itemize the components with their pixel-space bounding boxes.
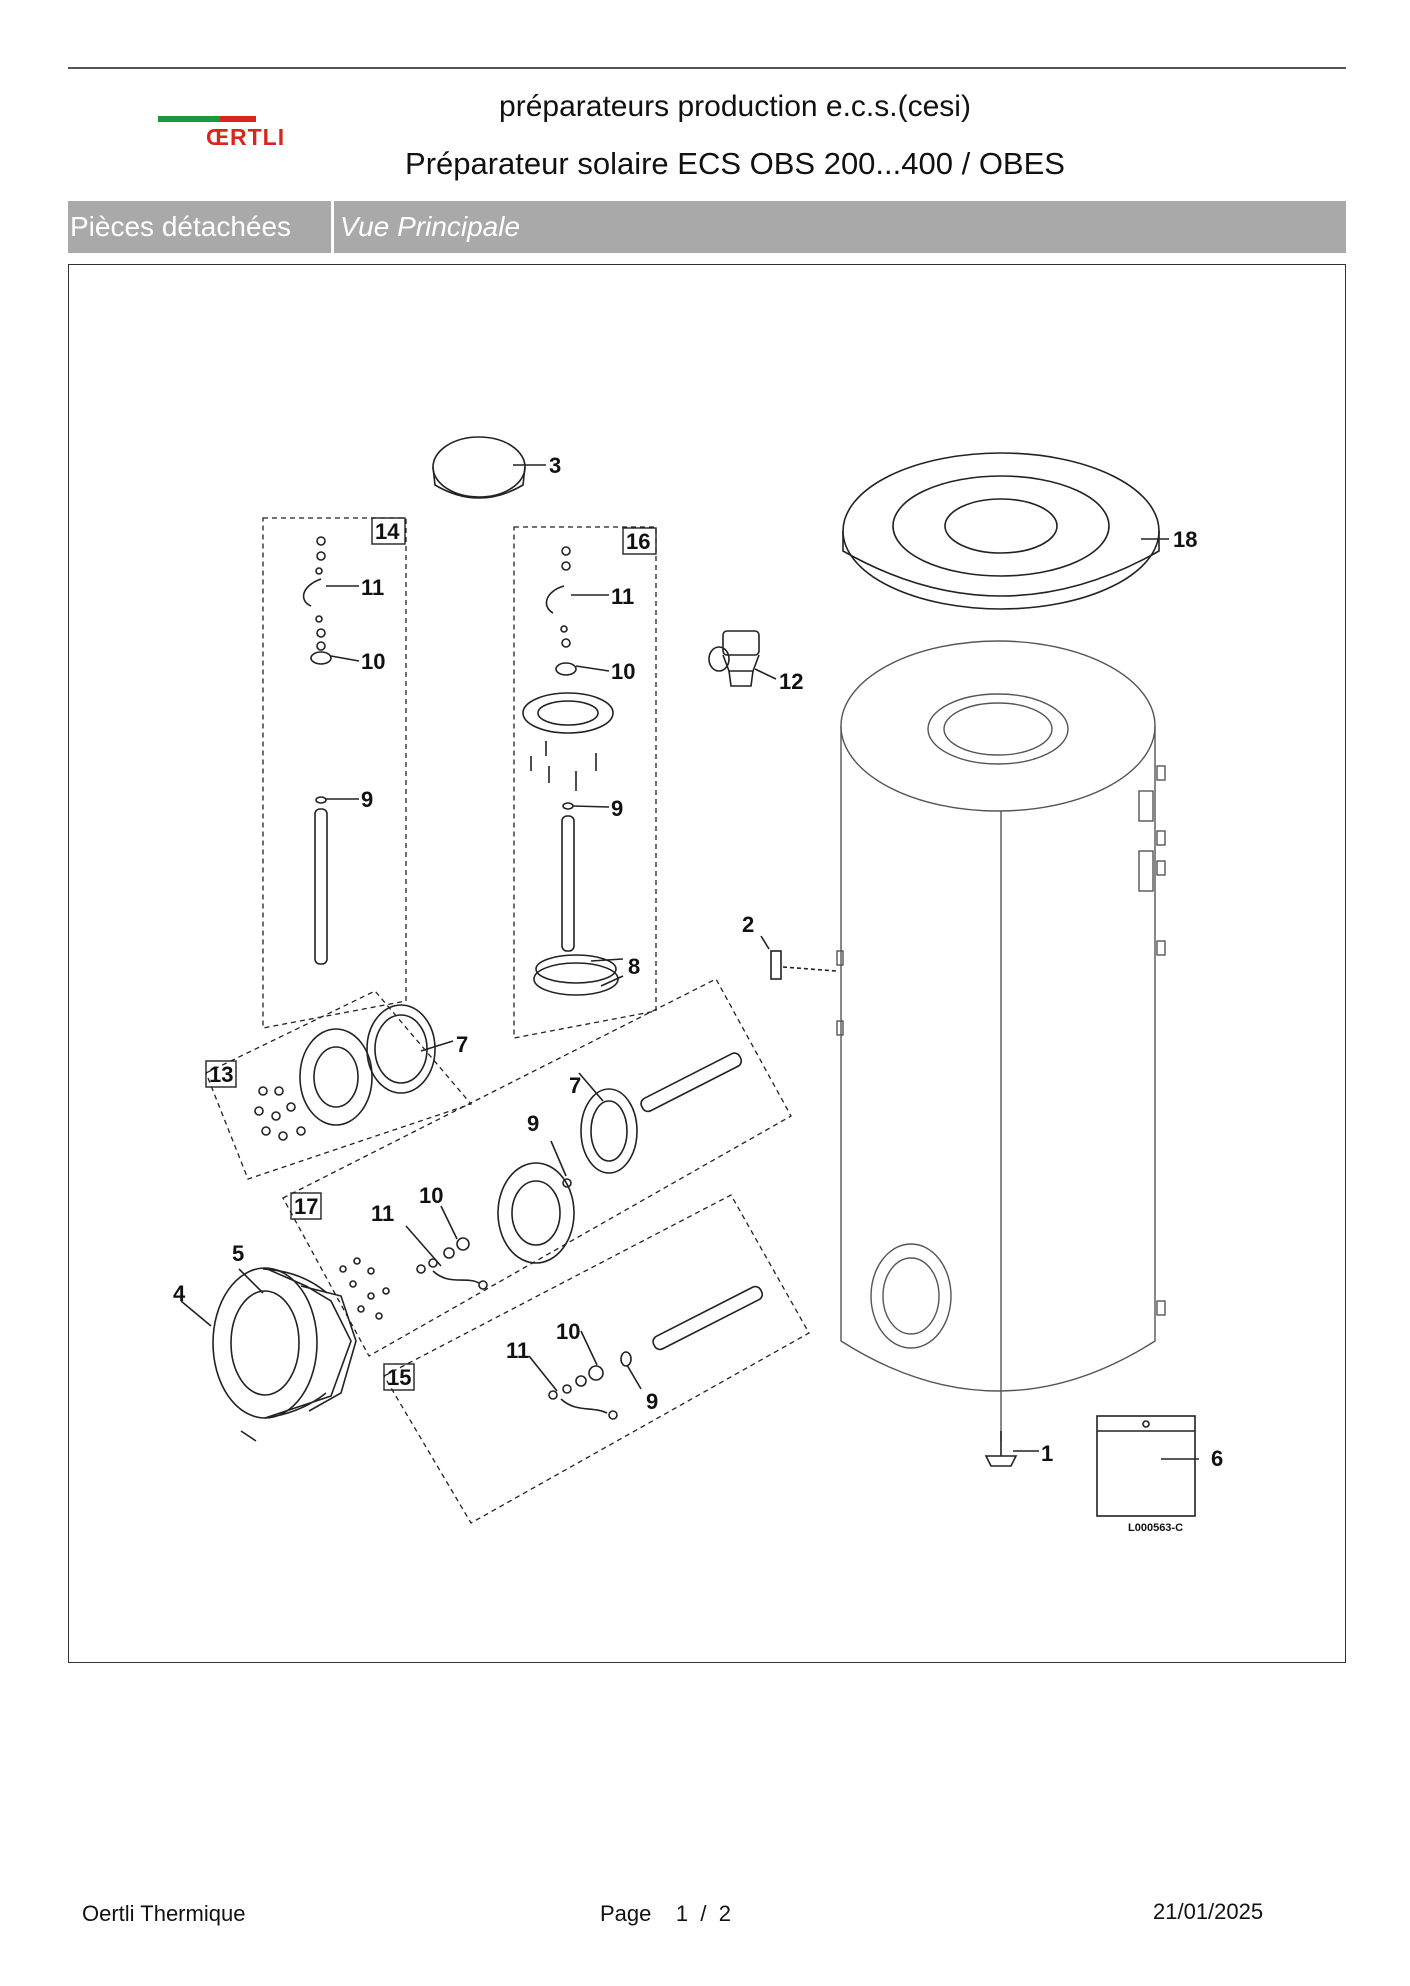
label-part-11c: 11 <box>371 1201 394 1226</box>
label-part-18: 18 <box>1173 527 1197 552</box>
part-3-cover-cap <box>432 436 546 499</box>
footer-company: Oertli Thermique <box>82 1901 246 1926</box>
label-part-9a: 9 <box>361 787 373 812</box>
label-part-10b: 10 <box>611 659 635 684</box>
label-kit-17: 17 <box>294 1194 318 1219</box>
logo-green-bar <box>158 116 220 122</box>
label-part-9c: 9 <box>527 1111 539 1136</box>
part-4-5-hatch-cover <box>180 1267 357 1442</box>
part-labels: 3 18 12 2 1 6 11 10 9 11 10 9 8 7 7 9 10… <box>173 453 1223 1534</box>
label-part-5: 5 <box>232 1241 244 1266</box>
kit-17 <box>282 978 792 1357</box>
label-part-11b: 11 <box>611 584 634 609</box>
kit-14 <box>262 517 407 1029</box>
section-header-bar: Pièces détachées Vue Principale <box>68 201 1346 253</box>
label-kit-13: 13 <box>209 1062 233 1087</box>
label-part-10c: 10 <box>419 1183 443 1208</box>
part-2-sensor <box>760 935 837 980</box>
page-label: Page <box>600 1901 652 1926</box>
part-12-valve <box>708 630 777 687</box>
label-part-1: 1 <box>1041 1441 1053 1466</box>
label-kit-15: 15 <box>387 1365 411 1390</box>
label-part-3: 3 <box>549 453 561 478</box>
water-heater-tank <box>836 640 1166 1441</box>
label-part-12: 12 <box>779 669 803 694</box>
label-part-9b: 9 <box>611 796 623 821</box>
label-part-6: 6 <box>1211 1446 1223 1471</box>
label-part-10a: 10 <box>361 649 385 674</box>
logo-red-bar <box>220 116 256 122</box>
label-part-2: 2 <box>742 912 754 937</box>
label-kit-14: 14 <box>375 519 400 544</box>
label-part-7a: 7 <box>456 1032 468 1057</box>
label-part-9d: 9 <box>646 1389 658 1414</box>
label-part-8: 8 <box>628 954 640 979</box>
tab-main-view[interactable]: Vue Principale <box>340 211 521 242</box>
label-part-10d: 10 <box>556 1319 580 1344</box>
part-1-foot <box>984 1431 1039 1467</box>
part-18-jacket-cover <box>842 452 1169 610</box>
page-title-category: préparateurs production e.c.s.(cesi) <box>499 90 971 123</box>
label-part-11d: 11 <box>506 1338 529 1363</box>
page-separator: / <box>700 1901 707 1926</box>
diagram-frame: 3 18 12 2 1 6 11 10 9 11 10 9 8 7 7 9 10… <box>68 264 1346 1663</box>
label-part-7b: 7 <box>569 1073 581 1098</box>
label-part-11a: 11 <box>361 575 384 600</box>
exploded-parts-diagram: 3 18 12 2 1 6 11 10 9 11 10 9 8 7 7 9 10… <box>173 436 1223 1534</box>
page-current: 1 <box>675 1901 689 1926</box>
label-kit-16: 16 <box>626 529 650 554</box>
page-title-product: Préparateur solaire ECS OBS 200...400 / … <box>405 146 1065 181</box>
kit-15 <box>383 1194 810 1524</box>
kit-13 <box>205 990 473 1180</box>
top-rule <box>68 67 1346 69</box>
diagram-reference-code: L000563-C <box>1128 1522 1183 1534</box>
oertli-logo: ŒRTLI <box>158 112 308 152</box>
page-total: 2 <box>718 1901 731 1926</box>
label-part-4: 4 <box>173 1281 186 1306</box>
part-6-document-pouch <box>1096 1415 1199 1517</box>
logo-text: ŒRTLI <box>206 124 286 150</box>
footer-date: 21/01/2025 <box>1153 1899 1264 1924</box>
tab-spare-parts[interactable]: Pièces détachées <box>68 201 334 253</box>
footer-pagination: Page 1 / 2 <box>600 1901 731 1927</box>
kit-16 <box>513 526 657 1039</box>
